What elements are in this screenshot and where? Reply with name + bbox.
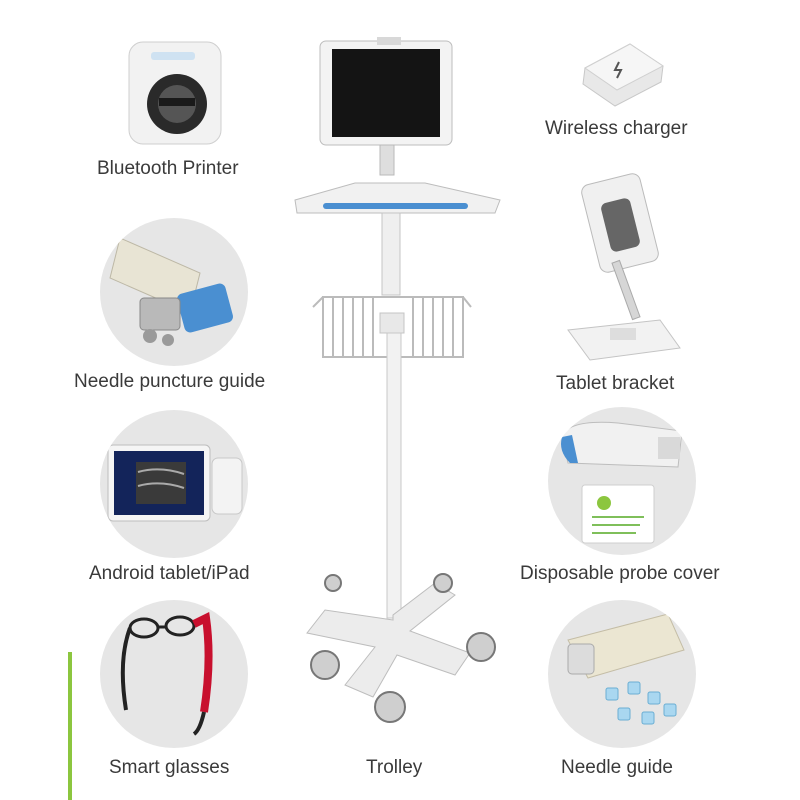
wireless-charger-label: Wireless charger	[545, 118, 688, 139]
tablet-bracket-label: Tablet bracket	[556, 373, 675, 394]
accent-bar	[68, 652, 72, 800]
wireless-charger-image	[582, 43, 664, 107]
needle-guide-label: Needle guide	[561, 757, 673, 778]
disposable-probe-cover-photo	[548, 407, 696, 555]
tablet-bracket-image	[567, 173, 681, 361]
smart-glasses-photo	[100, 600, 248, 748]
trolley-image	[294, 37, 501, 723]
bluetooth-printer-label: Bluetooth Printer	[97, 158, 239, 179]
disposable-probe-cover-label: Disposable probe cover	[520, 563, 720, 584]
needle-puncture-guide-label: Needle puncture guide	[74, 371, 266, 392]
trolley-label: Trolley	[366, 757, 423, 778]
needle-guide-photo	[548, 600, 696, 748]
android-tablet-label: Android tablet/iPad	[89, 563, 250, 584]
smart-glasses-label: Smart glasses	[109, 757, 230, 778]
bluetooth-printer-image	[128, 41, 222, 145]
android-tablet-photo	[100, 410, 248, 558]
needle-puncture-guide-photo	[100, 218, 248, 366]
